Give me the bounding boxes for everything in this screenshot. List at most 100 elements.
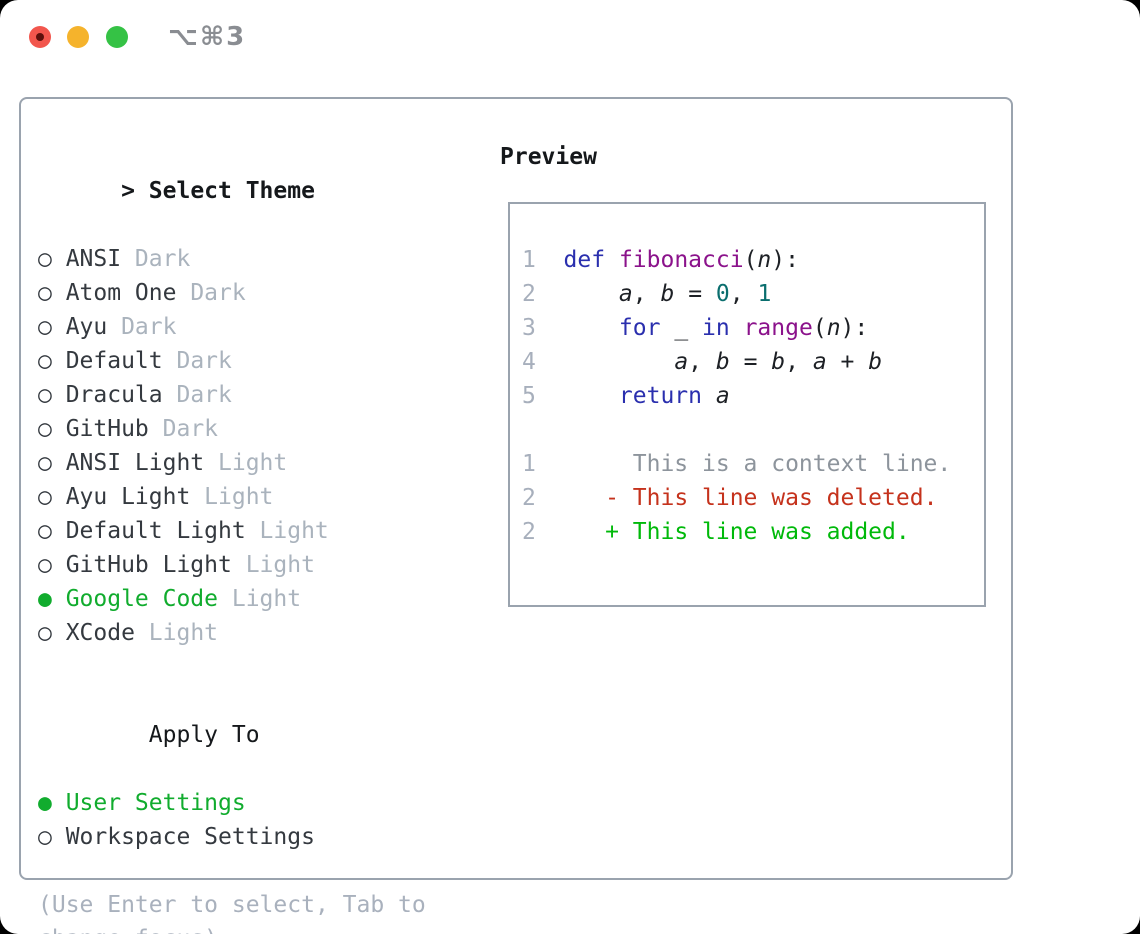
code-token [605,247,619,273]
theme-option[interactable]: ○ Ayu Light Light [38,480,468,514]
focus-caret-icon: > [121,178,135,204]
line-number: 1 [522,451,536,477]
main-panel [19,97,1013,880]
line-number: 5 [522,383,536,409]
theme-variant: Dark [176,382,232,408]
apply-to-label: User Settings [65,790,246,816]
line-number: 3 [522,315,536,341]
code-token: a [618,281,633,307]
theme-name: GitHub Light [65,552,232,578]
radio-icon: ○ [38,280,52,306]
theme-variant: Light [245,552,315,578]
theme-variant: Light [204,484,274,510]
code-token: in [702,315,730,341]
theme-variant: Dark [176,348,232,374]
code-token [564,383,619,409]
apply-to-option[interactable]: ● User Settings [38,786,468,820]
radio-icon: ○ [38,382,52,408]
code-line: 2 - This line was deleted. [522,481,984,515]
code-token: def [563,247,606,273]
radio-icon: ● [38,790,52,816]
code-token: b [715,349,730,375]
code-token: fibonacci [618,247,744,273]
code-token: b [868,349,883,375]
code-token [564,349,675,375]
radio-icon: ○ [38,416,52,442]
code-line: 1 This is a context line. [522,447,984,481]
theme-name: Ayu Light [65,484,191,510]
preview-header: Preview [500,144,597,170]
theme-variant: Light [218,450,288,476]
record-dot-icon [36,33,44,41]
zoom-button[interactable] [106,26,128,48]
radio-icon: ○ [38,824,52,850]
theme-name: Default [65,348,163,374]
line-number: 4 [522,349,536,375]
apply-to-title: Apply To [148,722,260,748]
select-theme-header: > Select Theme [38,140,468,242]
code-token: 0 [715,281,730,307]
code-token: = [729,349,772,375]
apply-to-header: ○Apply To [38,684,468,786]
theme-name: Google Code [65,586,219,612]
minimize-button[interactable] [67,26,89,48]
radio-icon: ○ [38,246,52,272]
code-line: 3 for _ in range(n): [522,311,984,345]
code-token: b [660,281,675,307]
code-token: range [743,315,813,341]
code-token: b [771,349,786,375]
help-text: (Use Enter to select, Tab to change focu… [38,892,426,934]
close-button[interactable] [29,26,51,48]
line-number: 2 [522,519,536,545]
theme-variant: Light [259,518,329,544]
code-token [564,485,606,511]
code-token: , [688,349,716,375]
line-number: 1 [522,247,536,273]
theme-name: Default Light [65,518,246,544]
code-token [702,383,716,409]
radio-icon: ○ [38,450,52,476]
spacer [38,854,468,888]
code-token: ): [840,315,869,341]
code-token [564,519,606,545]
select-theme-title: Select Theme [148,178,315,204]
code-token: = [674,281,716,307]
code-token: + [826,349,869,375]
code-token: , [729,281,758,307]
line-number: 2 [522,281,536,307]
apply-to-option[interactable]: ○Workspace Settings [38,820,468,854]
code-token: + This line was added. [605,519,910,545]
code-token: ( [812,315,827,341]
code-token: ): [771,247,799,273]
theme-name: GitHub [65,416,149,442]
theme-name: XCode [65,620,135,646]
radio-icon: ○ [38,348,52,374]
theme-variant: Dark [121,314,177,340]
radio-icon: ○ [38,620,52,646]
code-token: , [632,281,661,307]
code-token: _ [660,315,703,341]
code-token: for [618,315,661,341]
theme-variant: Dark [134,246,191,272]
code-token: return [618,383,703,409]
code-token [564,281,619,307]
radio-icon: ○ [38,484,52,510]
code-token: a [674,349,689,375]
radio-icon: ● [38,586,52,612]
theme-option[interactable]: ○ Default Dark [38,344,468,378]
